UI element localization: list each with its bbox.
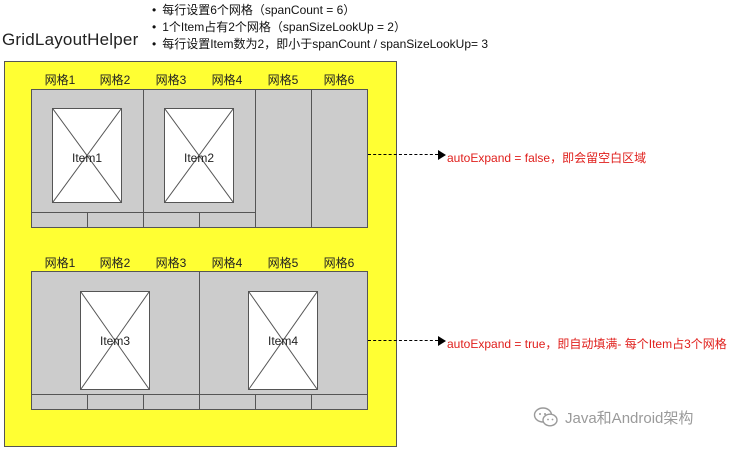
- row2-col-label-3: 网格3: [155, 256, 187, 270]
- item2-label: Item2: [183, 151, 214, 165]
- arrow-head-icon: [438, 336, 446, 346]
- row2-col-label-1: 网格1: [44, 256, 76, 270]
- row2-col-label-4: 网格4: [211, 256, 243, 270]
- wechat-icon: [533, 407, 558, 427]
- row1-arrow: [368, 150, 446, 160]
- note-span-count: 每行设置6个网格（spanCount = 6）: [152, 2, 488, 19]
- watermark-text: Java和Android架构: [565, 409, 694, 427]
- item1-label: Item1: [71, 151, 102, 165]
- row2-arrow: [368, 336, 446, 346]
- item4-placeholder: Item4: [248, 291, 318, 390]
- image-placeholder-icon: [249, 292, 317, 389]
- note-span-size: 1个Item占有2个网格（spanSizeLookUp = 2）: [152, 19, 488, 36]
- row2-col-label-6: 网格6: [323, 256, 355, 270]
- notes-list: 每行设置6个网格（spanCount = 6） 1个Item占有2个网格（spa…: [152, 2, 488, 53]
- row1-col-label-2: 网格2: [99, 73, 131, 87]
- item4-label: Item4: [267, 334, 298, 348]
- row2-annotation: autoExpand = true，即自动填满- 每个Item占3个网格: [447, 337, 727, 351]
- image-placeholder-icon: [81, 292, 149, 389]
- item1-placeholder: Item1: [52, 108, 122, 203]
- item2-placeholder: Item2: [164, 108, 234, 203]
- diagram-title: GridLayoutHelper: [2, 30, 139, 49]
- item3-placeholder: Item3: [80, 291, 150, 390]
- row2-col-label-2: 网格2: [99, 256, 131, 270]
- row1-col-label-6: 网格6: [323, 73, 355, 87]
- row1-col-label-4: 网格4: [211, 73, 243, 87]
- row1-col-label-1: 网格1: [44, 73, 76, 87]
- row2-col-label-5: 网格5: [267, 256, 299, 270]
- row1-annotation: autoExpand = false，即会留空白区域: [447, 151, 647, 165]
- watermark: Java和Android架构: [533, 406, 693, 428]
- image-placeholder-icon: [53, 109, 121, 202]
- note-items-per-row: 每行设置Item数为2，即小于spanCount / spanSizeLookU…: [152, 36, 488, 53]
- arrow-head-icon: [438, 150, 446, 160]
- item3-label: Item3: [99, 334, 130, 348]
- row1-col-label-5: 网格5: [267, 73, 299, 87]
- row1-grid-line: [311, 89, 312, 228]
- row1-col-label-3: 网格3: [155, 73, 187, 87]
- image-placeholder-icon: [165, 109, 233, 202]
